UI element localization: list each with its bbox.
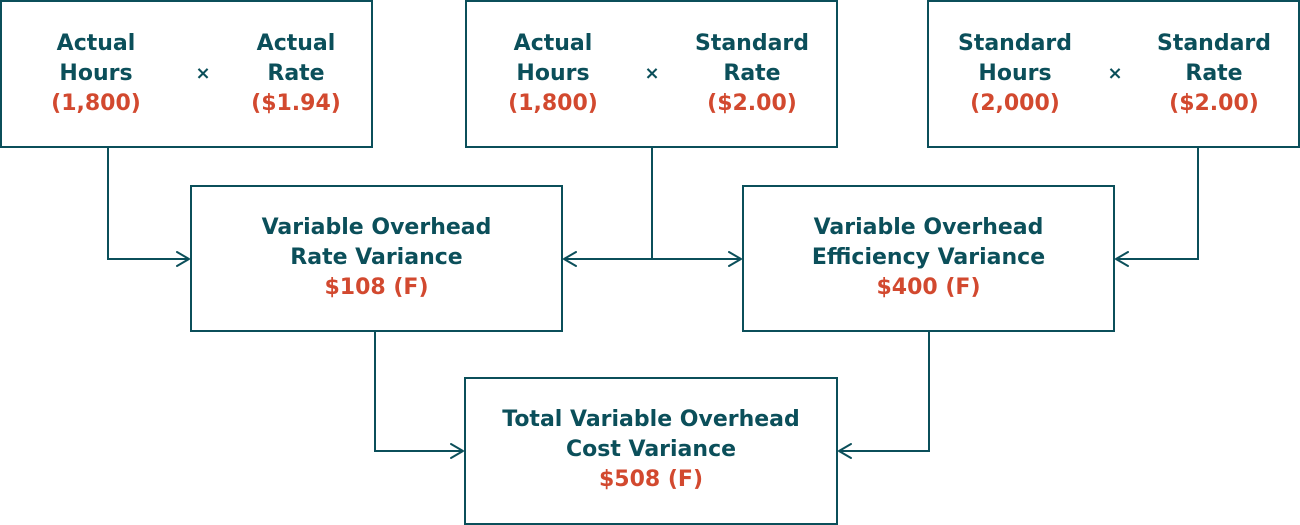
connector-rate-to-total [374, 331, 463, 452]
rate-variance-label: Variable Overhead Rate Variance $108 (F) [192, 213, 561, 303]
input-left-label: Standard Hours (2,000) [945, 29, 1085, 119]
input-box-standard-hours-standard-rate: Standard Hours (2,000) × Standard Rate (… [927, 0, 1300, 148]
total-variance-label: Total Variable Overhead Cost Variance $5… [466, 405, 836, 495]
input-left-value: (1,800) [51, 91, 141, 116]
multiply-operator: × [1107, 63, 1123, 84]
arrowhead-into-rate-left [176, 251, 190, 267]
connector-input3-to-efficiency [1116, 147, 1199, 260]
input-right-label: Standard Rate ($2.00) [1144, 29, 1284, 119]
multiply-operator: × [644, 63, 660, 84]
efficiency-variance-value: $400 (F) [876, 275, 981, 300]
arrowhead-into-efficiency-right [1115, 251, 1129, 267]
input-left-value: (2,000) [970, 91, 1060, 116]
input-right-value: ($2.00) [1169, 91, 1259, 116]
input-right-label: Standard Rate ($2.00) [682, 29, 822, 119]
input-left-value: (1,800) [508, 91, 598, 116]
input-box-actual-hours-standard-rate: Actual Hours (1,800) × Standard Rate ($2… [465, 0, 838, 148]
arrowhead-into-efficiency-left [728, 251, 742, 267]
rate-variance-value: $108 (F) [324, 275, 429, 300]
arrowhead-into-total-right [838, 443, 852, 459]
efficiency-variance-label: Variable Overhead Efficiency Variance $4… [744, 213, 1113, 303]
multiply-operator: × [195, 63, 211, 84]
total-variance-box: Total Variable Overhead Cost Variance $5… [464, 377, 838, 525]
input-right-value: ($2.00) [707, 91, 797, 116]
connector-input1-to-rate [107, 147, 189, 260]
total-variance-value: $508 (F) [598, 467, 704, 492]
input-right-label: Actual Rate ($1.94) [226, 29, 366, 119]
input-left-label: Actual Hours (1,800) [26, 29, 166, 119]
connector-efficiency-to-total [839, 331, 930, 452]
input-right-value: ($1.94) [251, 91, 341, 116]
input-box-actual-hours-actual-rate: Actual Hours (1,800) × Actual Rate ($1.9… [0, 0, 373, 148]
arrowhead-into-total-left [450, 443, 464, 459]
efficiency-variance-box: Variable Overhead Efficiency Variance $4… [742, 185, 1115, 332]
arrowhead-into-rate-right [563, 251, 577, 267]
input-left-label: Actual Hours (1,800) [483, 29, 623, 119]
rate-variance-box: Variable Overhead Rate Variance $108 (F) [190, 185, 563, 332]
